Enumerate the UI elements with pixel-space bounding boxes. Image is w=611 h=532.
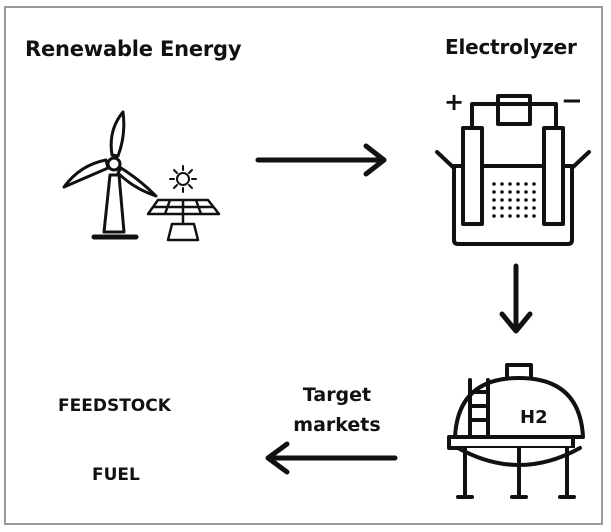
- electrolyzer-icon: + −: [435, 86, 591, 246]
- bubble-dot: [508, 182, 512, 186]
- bubble-dot: [500, 214, 504, 218]
- bubble-dot: [516, 214, 520, 218]
- electrolyte-bubbles: [492, 182, 536, 218]
- arrow-to-markets: [265, 441, 398, 475]
- bubble-dot: [532, 182, 536, 186]
- bubble-dot: [524, 214, 528, 218]
- bubble-dot: [516, 198, 520, 202]
- arrow-to-electrolyzer: [255, 143, 387, 177]
- bubble-dot: [532, 198, 536, 202]
- negative-terminal: −: [561, 86, 583, 116]
- bubble-dot: [500, 182, 504, 186]
- bubble-dot: [524, 190, 528, 194]
- tank-label: H2: [520, 407, 548, 428]
- bubble-dot: [500, 206, 504, 210]
- bubble-dot: [508, 214, 512, 218]
- bubble-dot: [500, 190, 504, 194]
- bubble-dot: [492, 190, 496, 194]
- sun-icon: [169, 165, 197, 193]
- wind-turbine-icon: [62, 110, 158, 240]
- solar-panel-icon: [146, 198, 221, 242]
- arrow-to-tank: [499, 263, 533, 334]
- bubble-dot: [516, 190, 520, 194]
- electrolyzer-title: Electrolyzer: [445, 35, 577, 59]
- bubble-dot: [508, 190, 512, 194]
- bubble-dot: [500, 198, 504, 202]
- hydrogen-tank-icon: H2: [447, 363, 585, 499]
- bubble-dot: [508, 198, 512, 202]
- renewable-energy-title: Renewable Energy: [25, 37, 242, 61]
- bubble-dot: [516, 206, 520, 210]
- bubble-dot: [492, 198, 496, 202]
- bubble-dot: [532, 206, 536, 210]
- bubble-dot: [492, 206, 496, 210]
- bubble-dot: [516, 182, 520, 186]
- bubble-dot: [524, 198, 528, 202]
- positive-terminal: +: [444, 88, 464, 116]
- market-feedstock: FEEDSTOCK: [58, 396, 171, 416]
- bubble-dot: [524, 206, 528, 210]
- bubble-dot: [508, 206, 512, 210]
- bubble-dot: [492, 182, 496, 186]
- bubble-dot: [532, 190, 536, 194]
- market-fuel: FUEL: [92, 465, 140, 485]
- target-markets-label: Target markets: [293, 384, 381, 436]
- bubble-dot: [492, 214, 496, 218]
- bubble-dot: [524, 182, 528, 186]
- bubble-dot: [532, 214, 536, 218]
